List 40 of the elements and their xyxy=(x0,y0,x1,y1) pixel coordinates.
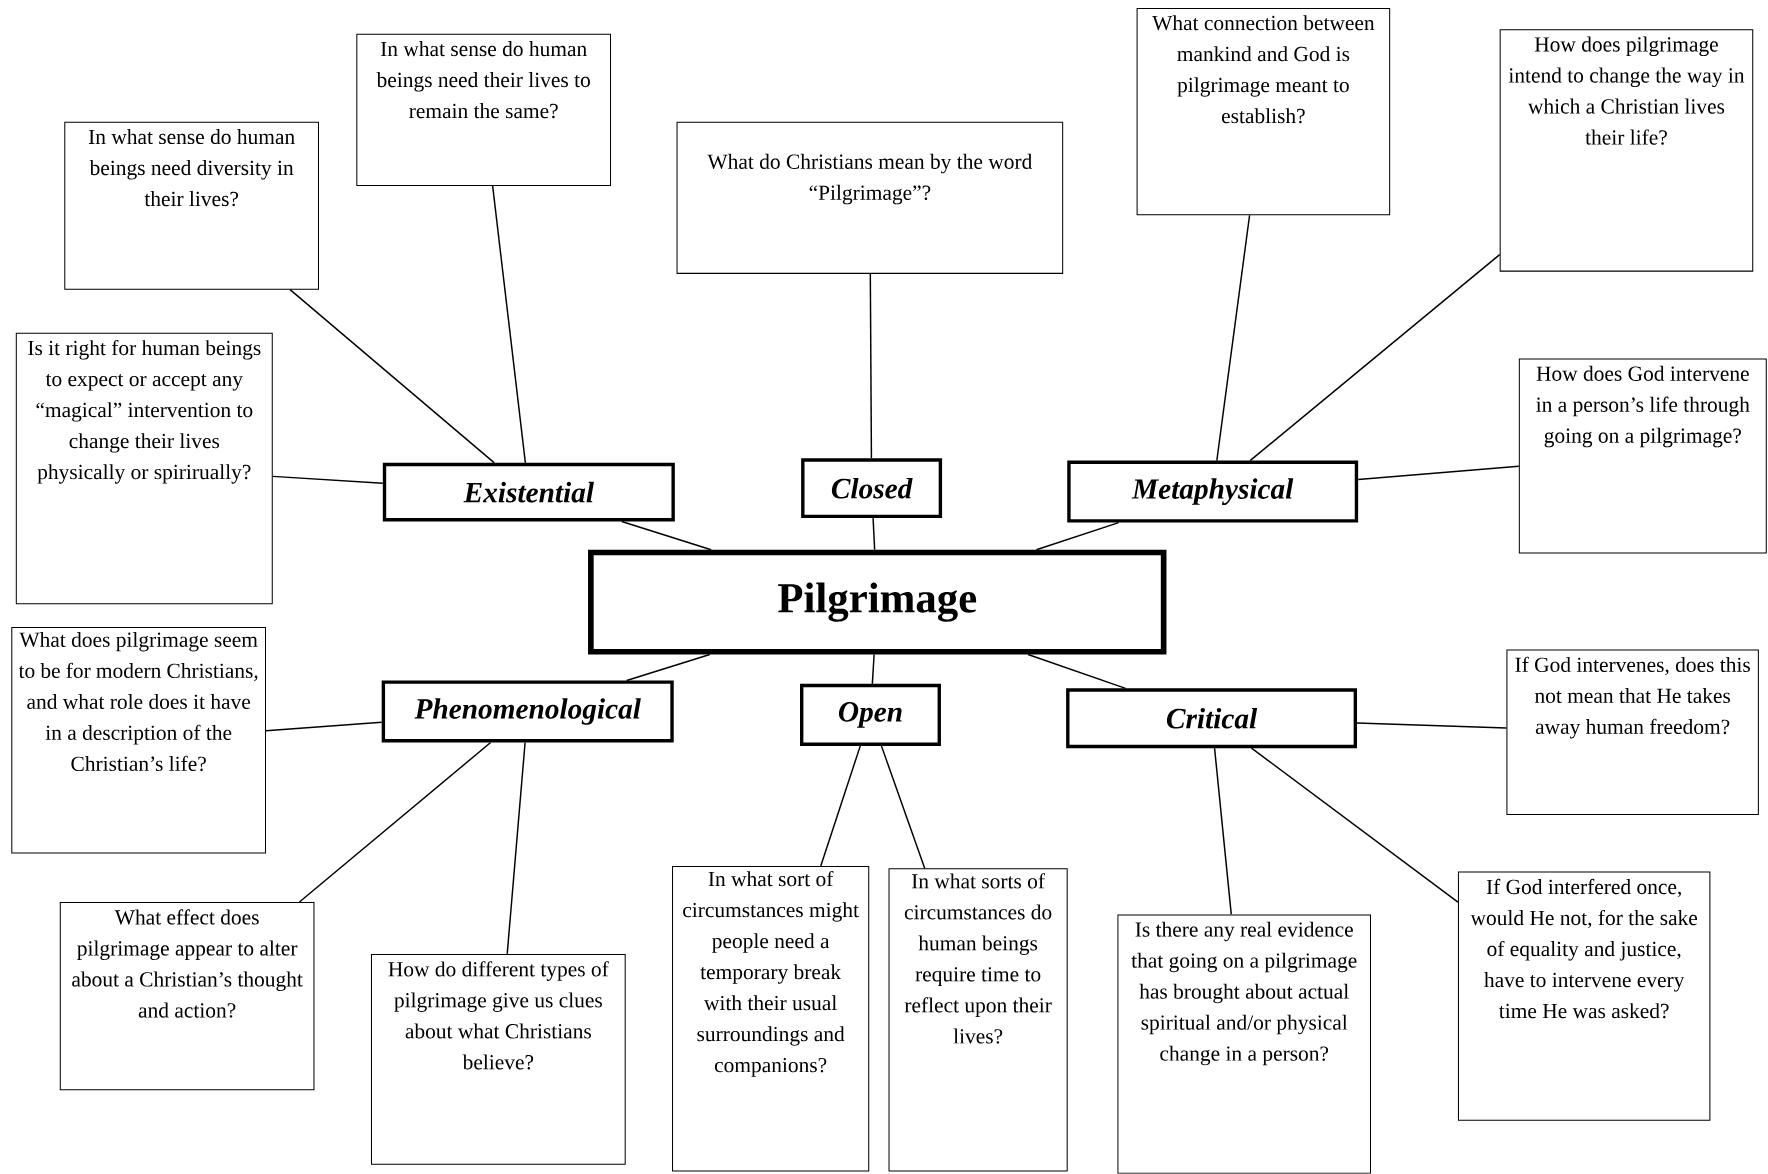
connector-line xyxy=(869,273,873,460)
connector-line xyxy=(1356,722,1508,729)
connector-line xyxy=(1249,254,1501,462)
question-box: If God intervenes, does this not mean that He takes away human freedom? xyxy=(1506,649,1759,816)
connector-line xyxy=(272,475,384,485)
category-box: Open xyxy=(800,683,941,746)
connector-line xyxy=(491,185,527,464)
question-box: In what sort of circumstances might people need a temporary break with their usual surroundings and companions? xyxy=(672,866,870,1172)
question-box: How does God intervene in a person’s life through going on a pilgrimage? xyxy=(1518,358,1767,554)
category-box: Closed xyxy=(801,458,943,519)
connector-line xyxy=(265,721,383,732)
connector-line xyxy=(1213,747,1232,916)
connector-line xyxy=(1250,747,1459,903)
connector-line xyxy=(880,745,926,870)
connector-line xyxy=(872,517,876,551)
connector-line xyxy=(298,741,492,903)
category-box: Existential xyxy=(382,462,675,522)
category-box: Phenomenological xyxy=(381,680,674,743)
question-box: In what sense do human beings need their lives to remain the same? xyxy=(356,33,612,187)
connector-line xyxy=(1357,465,1520,481)
connector-line xyxy=(871,653,875,685)
question-box: If God interfered once, would He not, for the sake of equality and justice, have to intervene every time He was asked? xyxy=(1457,871,1711,1121)
question-box: What connection between mankind and God is pilgrimage meant to establish? xyxy=(1136,8,1391,216)
connector-line xyxy=(820,745,861,867)
category-box: Critical xyxy=(1066,688,1357,749)
connector-line xyxy=(1027,653,1127,690)
question-box: Is there any real evidence that going on a pilgrimage has brought about actual spiritual and/or physical change in a person? xyxy=(1117,914,1371,1174)
category-box: Metaphysical xyxy=(1067,460,1359,523)
question-box: In what sense do human beings need diversity in their lives? xyxy=(64,121,319,290)
connector-line xyxy=(1216,214,1251,462)
question-box: What effect does pilgrimage appear to alter about a Christian’s thought and action? xyxy=(59,902,315,1091)
question-box: What do Christians mean by the word “Pilgrimage”? xyxy=(676,121,1064,274)
title-box: Pilgrimage xyxy=(588,549,1167,655)
question-box: In what sorts of circumstances do human beings require time to reflect upon their lives? xyxy=(888,868,1068,1172)
question-box: Is it right for human beings to expect or accept any “magical” intervention to change their lives physically or spirirually? xyxy=(15,332,273,605)
connector-line xyxy=(506,741,526,955)
question-box: How do different types of pilgrimage give us clues about what Christians believe? xyxy=(370,954,626,1165)
connector-line xyxy=(289,289,496,464)
question-box: How does pilgrimage intend to change the way in which a Christian lives their life? xyxy=(1499,29,1754,272)
question-box: What does pilgrimage seem to be for modern Christians, and what role does it have in a description of the Christian’s life? xyxy=(11,627,266,854)
